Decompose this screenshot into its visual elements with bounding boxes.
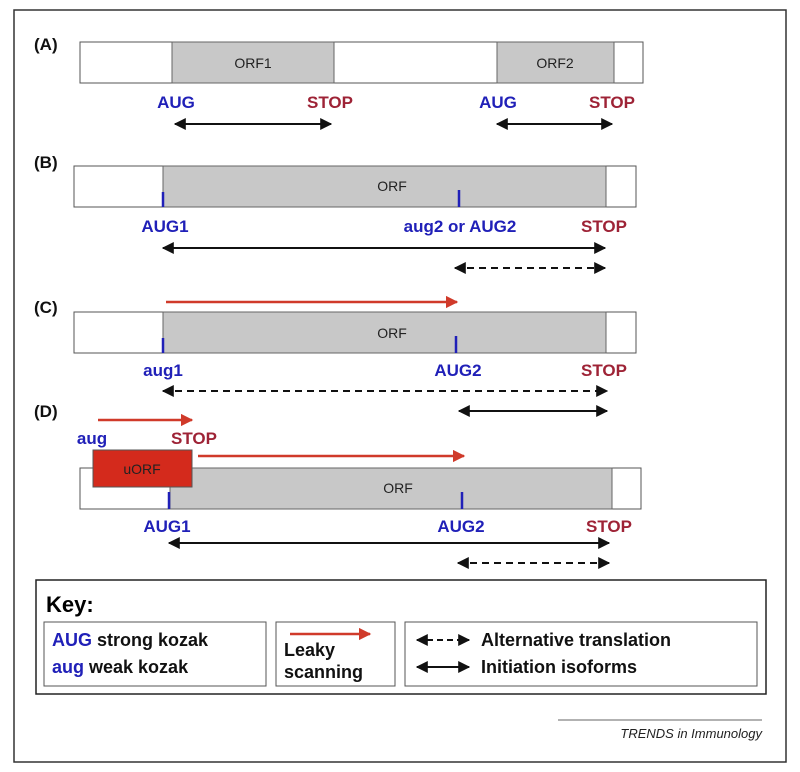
- key-box: Key: AUG strong kozak aug weak kozak Lea…: [35, 579, 767, 695]
- orf1-box: [171, 41, 335, 84]
- footer-journal: TRENDS in Immunology: [620, 726, 763, 741]
- panel-b: (B) ORF AUG1 aug2 or AUG2 STOP: [34, 153, 637, 274]
- key-weak-text: weak kozak: [84, 657, 189, 677]
- stop-d: STOP: [586, 517, 632, 536]
- key-strong-text: strong kozak: [92, 630, 209, 650]
- panel-b-label: (B): [34, 153, 58, 172]
- key-kozak-box: [43, 621, 267, 687]
- aug2-b: aug2 or AUG2: [404, 217, 517, 236]
- orf-d-label: ORF: [383, 480, 413, 496]
- key-title: Key:: [46, 592, 94, 617]
- stop-a2: STOP: [589, 93, 635, 112]
- aug1-c: aug1: [143, 361, 183, 380]
- aug1-b: AUG1: [141, 217, 188, 236]
- aug1-d: AUG1: [143, 517, 190, 536]
- orf-b-label: ORF: [377, 178, 407, 194]
- key-initiation: Initiation isoforms: [481, 657, 637, 677]
- orf-c-box: [162, 311, 607, 354]
- panel-a: (A) ORF1 ORF2 AUG STOP AUG STOP: [34, 35, 644, 130]
- aug2-d: AUG2: [437, 517, 484, 536]
- panel-c: (C) ORF aug1 AUG2 STOP: [34, 295, 637, 417]
- orf-c-label: ORF: [377, 325, 407, 341]
- uorf-label: uORF: [123, 461, 160, 477]
- stop-b: STOP: [581, 217, 627, 236]
- key-alternative: Alternative translation: [481, 630, 671, 650]
- key-leaky-box: [275, 621, 396, 687]
- key-strong: AUG strong kozak: [52, 630, 209, 650]
- panel-d: (D) aug STOP uORF ORF AUG1 AUG2 STOP: [34, 402, 642, 569]
- key-leaky-line2: scanning: [284, 662, 363, 682]
- aug-a2: AUG: [479, 93, 517, 112]
- stop-a1: STOP: [307, 93, 353, 112]
- key-weak-codon: aug: [52, 657, 84, 677]
- orf2-label: ORF2: [536, 55, 574, 71]
- panel-c-label: (C): [34, 298, 58, 317]
- uorf-box: [92, 449, 193, 488]
- key-arrows-box: [404, 621, 758, 687]
- key-leaky-line1: Leaky: [284, 640, 335, 660]
- orf-d-box: [169, 467, 613, 510]
- orf-b-box: [162, 165, 607, 208]
- key-weak: aug weak kozak: [52, 657, 189, 677]
- panel-a-label: (A): [34, 35, 58, 54]
- figure-frame: [13, 9, 787, 763]
- aug-upstream-d: aug: [77, 429, 107, 448]
- stop-c: STOP: [581, 361, 627, 380]
- aug-a1: AUG: [157, 93, 195, 112]
- panel-d-label: (D): [34, 402, 58, 421]
- stop-upstream-d: STOP: [171, 429, 217, 448]
- orf1-label: ORF1: [234, 55, 272, 71]
- orf2-box: [496, 41, 615, 84]
- key-strong-codon: AUG: [52, 630, 92, 650]
- aug2-c: AUG2: [434, 361, 481, 380]
